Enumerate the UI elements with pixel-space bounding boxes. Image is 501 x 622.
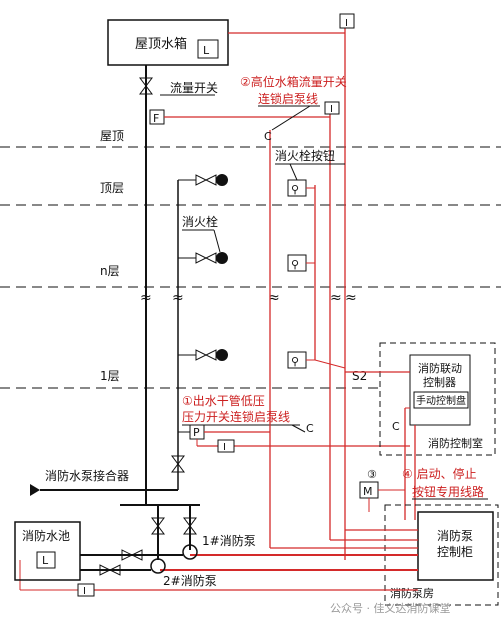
svg-text:消防联动: 消防联动 <box>418 361 462 375</box>
svg-text:≈: ≈ <box>140 290 152 306</box>
roof-tank-label: 屋顶水箱 <box>135 36 187 52</box>
floor-1-label: 1层 <box>100 369 120 383</box>
svg-text:I: I <box>345 18 348 29</box>
i-box-pressure <box>217 439 235 453</box>
pump-control-cabinet <box>417 511 494 581</box>
svg-text:手动控制盘: 手动控制盘 <box>416 394 466 407</box>
note-3: ③ <box>367 468 377 481</box>
hydrant-1-icon <box>216 349 228 361</box>
fire-linkage-controller <box>409 354 471 426</box>
fire-control-room <box>379 342 496 456</box>
svg-text:⚲: ⚲ <box>291 355 299 368</box>
flow-switch-symbol: F <box>153 112 159 125</box>
svg-text:控制柜: 控制柜 <box>437 545 473 559</box>
svg-text:⚲: ⚲ <box>291 183 299 196</box>
level-sensor-label: L <box>203 44 210 57</box>
svg-text:C: C <box>264 130 272 143</box>
svg-text:C: C <box>306 422 314 435</box>
note-4b: 按钮专用线路 <box>412 484 484 499</box>
svg-text:消防泵: 消防泵 <box>437 528 473 543</box>
pump-2 <box>150 558 166 574</box>
pump-adapter-label: 消防水泵接合器 <box>45 468 129 483</box>
watermark: 公众号 · 佳义达消防课堂 <box>330 601 451 615</box>
note-4: ④ 启动、停止 <box>402 466 477 481</box>
svg-text:⚲: ⚲ <box>291 258 299 271</box>
tank-valve-top <box>139 77 153 87</box>
manual-panel <box>413 391 469 409</box>
pump-1 <box>182 544 198 560</box>
svg-text:I: I <box>83 586 86 597</box>
flow-switch-label: 流量开关 <box>170 81 218 95</box>
tank-valve-bottom <box>139 85 153 95</box>
i-box-flow <box>324 101 340 115</box>
svg-text:≈: ≈ <box>345 290 357 306</box>
hydrant-button-label: 消火栓按钮 <box>275 148 335 163</box>
floor-top-label: 顶层 <box>100 181 124 195</box>
svg-text:≈: ≈ <box>330 290 342 306</box>
floor-n-label: n层 <box>100 264 120 278</box>
note-2: ②高位水箱流量开关 <box>240 74 347 89</box>
svg-text:I: I <box>330 104 333 115</box>
svg-text:≈: ≈ <box>268 290 280 306</box>
svg-text:控制器: 控制器 <box>423 375 456 389</box>
fire-control-room-label: 消防控制室 <box>428 436 483 450</box>
note-1b: 压力开关连锁启泵线 <box>182 409 290 424</box>
svg-text:C: C <box>392 420 400 433</box>
floor-roof-label: 屋顶 <box>100 129 124 143</box>
pump-2-label: 2#消防泵 <box>163 573 217 588</box>
hydrant-n-icon <box>216 252 228 264</box>
note-2b: 连锁启泵线 <box>258 91 318 106</box>
s2-label: S2 <box>352 369 367 383</box>
hydrant-label: 消火栓 <box>182 214 218 229</box>
hydrant-top-icon <box>216 174 228 186</box>
pressure-switch-symbol: P <box>193 426 200 439</box>
hydrant-top-valve <box>195 174 208 186</box>
roof-tank <box>107 19 229 66</box>
motor-label: M <box>363 485 373 498</box>
pump-1-label: 1#消防泵 <box>202 533 256 548</box>
note-1: ①出水干管低压 <box>182 393 265 408</box>
riser-valve <box>171 455 185 465</box>
pump-room-label: 消防泵房 <box>390 586 434 600</box>
pool-level-sensor <box>36 551 56 569</box>
fire-pool <box>14 521 81 581</box>
svg-text:消防水池: 消防水池 <box>22 528 70 543</box>
svg-text:≈: ≈ <box>172 290 184 306</box>
svg-text:I: I <box>223 442 226 453</box>
svg-text:L: L <box>42 554 49 567</box>
i-box-pool <box>77 583 95 597</box>
i-box-top <box>339 13 355 29</box>
level-sensor-box <box>197 39 219 59</box>
